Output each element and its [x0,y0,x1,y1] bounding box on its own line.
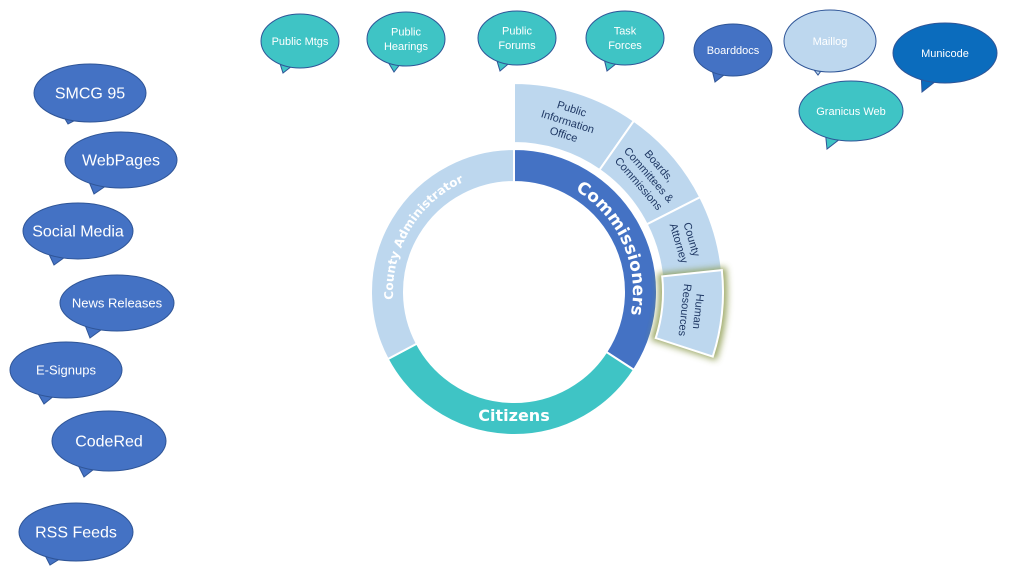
left-bubble-3-label: Social Media [32,224,124,241]
top-bubble-6-fill [785,11,875,71]
outer-segment-4-label-line: Human [690,293,706,330]
top-bubble-5: Boarddocs [693,23,773,83]
left-bubble-4: News Releases [59,274,175,339]
top-bubble-4-fill [587,12,663,64]
left-bubble-3-fill [24,204,132,258]
left-bubble-1: SMCG 95 [33,63,147,125]
county-administrator-segment [370,147,515,361]
citizens-label: Citizens [478,406,549,425]
left-bubble-6-label: CodeRed [75,434,143,451]
top-bubble-8-label: Granicus Web [816,106,886,118]
top-channel-bubbles: Public MtgsPublicHearingsPublicForumsTas… [260,9,998,150]
top-bubble-8: Granicus Web [798,80,904,150]
left-bubble-1-label: SMCG 95 [55,86,125,103]
top-bubble-5-label: Boarddocs [707,45,760,57]
top-bubble-4-label: Task [614,26,637,38]
outer-segment-4-label-line: Resources [676,283,693,337]
top-bubble-1: Public Mtgs [260,13,340,74]
top-bubble-5-fill [695,25,771,75]
top-bubble-7-fill [894,24,996,82]
left-bubble-6: CodeRed [51,410,167,478]
top-bubble-6-label: Maillog [813,36,848,48]
top-bubble-8-fill [800,82,902,140]
left-bubble-3: Social Media [22,202,134,266]
left-bubble-7-fill [20,504,132,560]
outer-segment-4 [654,269,724,358]
left-bubble-5: E-Signups [9,341,123,405]
outer-ring-segments: PublicInformationOfficeBoards,Committees… [513,81,728,361]
left-bubble-4-fill [61,276,173,330]
top-bubble-1-fill [262,15,338,67]
left-bubble-1-fill [35,65,145,121]
left-bubble-4-label: News Releases [72,296,163,311]
top-bubble-2-label: Public [391,27,421,39]
top-bubble-3-fill [479,12,555,64]
top-bubble-3-label: Forums [498,40,536,52]
left-bubble-2-label: WebPages [82,153,160,170]
top-bubble-3-label: Public [502,26,532,38]
top-bubble-2-fill [368,13,444,65]
left-bubble-6-fill [53,412,165,470]
left-bubble-7-label: RSS Feeds [35,525,117,542]
top-bubble-6: Maillog [783,9,877,76]
top-bubble-2-label: Hearings [384,41,429,53]
top-bubble-7: Municode [892,22,998,93]
left-bubble-5-fill [11,343,121,397]
left-bubble-2: WebPages [64,131,178,195]
top-bubble-1-label: Public Mtgs [272,36,329,48]
left-bubble-2-fill [66,133,176,187]
top-bubble-7-label: Municode [921,48,969,60]
left-bubble-5-label: E-Signups [36,363,96,378]
left-bubble-7: RSS Feeds [18,502,134,566]
top-bubble-4-label: Forces [608,40,642,52]
